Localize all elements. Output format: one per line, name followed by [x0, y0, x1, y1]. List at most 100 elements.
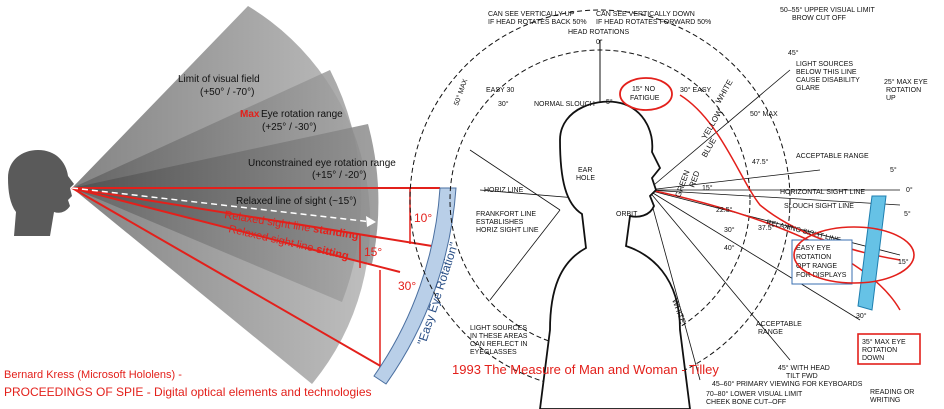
ang-rm5-label: 5°	[904, 210, 911, 218]
dashed-arrowhead	[366, 216, 376, 227]
construction-lines	[469, 69, 901, 381]
white-label: WHITE	[714, 78, 735, 105]
no-fatigue-label2: FATIGUE	[630, 95, 660, 102]
light-eye-label2: IN THESE AREAS	[470, 333, 528, 340]
unconstrained-range: (+15° / -20°)	[312, 170, 366, 181]
see-down-label: CAN SEE VERTICALLY DOWN	[596, 11, 695, 18]
deg15-label: 15°	[364, 245, 382, 259]
ear-hole-label: EAR	[578, 167, 592, 174]
max-down-label3: DOWN	[862, 355, 884, 362]
credit-line2: PROCEEDINGS OF SPIE - Digital optical el…	[4, 385, 372, 399]
max-eye-up-label2: ROTATION	[886, 87, 921, 94]
max-down-label2: ROTATION	[862, 347, 897, 354]
right-panel: YELLOW WHITE BLUE GREEN RED WHITE CAN SE…	[409, 6, 928, 409]
light-sources-label: LIGHT SOURCES	[796, 61, 853, 68]
ang-225: 22.5°	[716, 206, 733, 214]
visual-field-range: (+50° / -70°)	[200, 87, 254, 98]
blue-label: BLUE	[700, 136, 718, 159]
light-eye-label: LIGHT SOURCES	[470, 325, 527, 332]
light-eye-label4: EYEGLASSES	[470, 349, 517, 356]
ang-15: 15°	[702, 184, 713, 192]
head-silhouette	[8, 150, 74, 236]
red-highlight-curve2	[649, 189, 901, 311]
easy30-label: EASY 30	[486, 87, 514, 94]
light-sources-label4: GLARE	[796, 85, 820, 92]
unconstrained-label: Unconstrained eye rotation range	[248, 158, 396, 169]
easy-eye-label: EASY EYE	[796, 245, 831, 252]
primary-label3: WRITING	[870, 397, 900, 404]
eye-rotation-range: (+25° / -30°)	[262, 122, 316, 133]
lower-limit-label: 70–80° LOWER VISUAL LIMIT	[706, 390, 803, 398]
ang-475: 47.5°	[752, 158, 769, 166]
max-prefix: Max	[240, 109, 260, 120]
no-fatigue-label: 15° NO	[632, 85, 656, 93]
see-up-label: CAN SEE VERTICALLY UP	[488, 11, 575, 18]
easy-eye-label4: FOR DISPLAYS	[796, 272, 847, 279]
ang-375: 37.5°	[758, 224, 775, 232]
sight-line-30	[71, 187, 385, 369]
credit-line1: Bernard Kress (Microsoft Hololens) -	[4, 369, 182, 381]
zero-label: 0°	[596, 38, 603, 46]
max50-left-label: 50° MAX	[452, 78, 469, 107]
deg30-left-label: 30°	[498, 100, 509, 108]
no-fatigue-highlight	[619, 77, 673, 111]
easy-eye-rotation-bar	[373, 187, 457, 385]
sight-line-sitting	[71, 187, 401, 273]
left-panel: Limit of visual field (+50° / -70°) Max …	[4, 6, 461, 399]
upper-limit-label2: BROW CUT OFF	[792, 15, 846, 22]
deg30-label: 30°	[398, 279, 416, 293]
slouch-sight-label: SLOUCH SIGHT LINE	[784, 203, 854, 210]
easy-eye-label2: ROTATION	[796, 254, 831, 261]
see-up-label2: IF HEAD ROTATES BACK 50%	[488, 19, 587, 26]
relaxed-los-label: Relaxed line of sight (~15°)	[236, 196, 356, 207]
ang-r5-label: 5°	[890, 166, 897, 174]
ear-hole-label2: HOLE	[576, 175, 595, 182]
deg10-label: 10°	[414, 211, 432, 225]
max-eye-up-label3: UP	[886, 95, 896, 102]
acceptable-range-label: ACCEPTABLE RANGE	[796, 153, 869, 160]
unconstrained-rotation-fan	[72, 124, 379, 264]
frankfort-label2: ESTABLISHES	[476, 219, 524, 226]
ang-r30-label: 30°	[856, 312, 867, 320]
light-eye-label3: CAN REFLECT IN	[470, 341, 527, 348]
head-rotations-label: HEAD ROTATIONS	[568, 29, 630, 36]
light-sources-label2: BELOW THIS LINE	[796, 69, 857, 76]
easy30b-label: 30° EASY	[680, 86, 712, 94]
easy-eye-box	[791, 239, 853, 285]
visual-field-label: Limit of visual field	[178, 74, 260, 85]
acceptable2-label: ACCEPTABLE	[756, 321, 802, 328]
tilt-label2: TILT FWD	[786, 373, 818, 380]
sight-line-standing	[71, 187, 433, 247]
horiz-line-label: HORIZ LINE	[484, 187, 524, 194]
max-eye-up-label: 25° MAX EYE	[884, 78, 928, 86]
primary-label: 45–60° PRIMARY VIEWING FOR KEYBOARDS	[712, 380, 863, 388]
ang-40: 40°	[724, 244, 735, 252]
max-down-box	[857, 333, 921, 365]
max50-right-label: 50° MAX	[750, 110, 778, 118]
deg5-label: 5°	[606, 98, 613, 106]
frankfort-label3: HORIZ SIGHT LINE	[476, 227, 539, 234]
tilley-credit: 1993 The Measure of Man and Woman - Till…	[452, 362, 719, 377]
see-down-label2: IF HEAD ROTATES FORWARD 50%	[596, 19, 711, 26]
upper-limit-label: 50–55° UPPER VISUAL LIMIT	[780, 6, 875, 14]
relaxed-line-of-sight-dashed	[71, 187, 373, 223]
light-sources-label3: CAUSE DISABILITY	[796, 77, 860, 84]
easy-eye-label3: OPT RANGE	[796, 263, 837, 270]
deg45-label: 45°	[788, 49, 799, 57]
easy-eye-highlight	[793, 226, 915, 284]
eye-rotation-label: Eye rotation range	[261, 109, 343, 120]
horizontal-sight-label: HORIZONTAL SIGHT LINE	[780, 189, 865, 196]
acceptable3-label: RANGE	[758, 329, 783, 336]
frankfort-label: FRANKFORT LINE	[476, 211, 536, 218]
display-range-bar	[857, 195, 887, 311]
lower-limit-label2: CHEEK BONE CUT–OFF	[706, 399, 786, 406]
normal-slouch-label: NORMAL SLOUCH	[534, 101, 595, 108]
ang-30: 30°	[724, 226, 735, 234]
orbit-label: ORBIT	[616, 211, 638, 218]
tilt-label: 45° WITH HEAD	[778, 364, 830, 372]
primary-label2: READING OR	[870, 389, 914, 396]
max-down-label: 35° MAX EYE	[862, 338, 906, 346]
deg15-right-label: 15°	[898, 258, 909, 266]
